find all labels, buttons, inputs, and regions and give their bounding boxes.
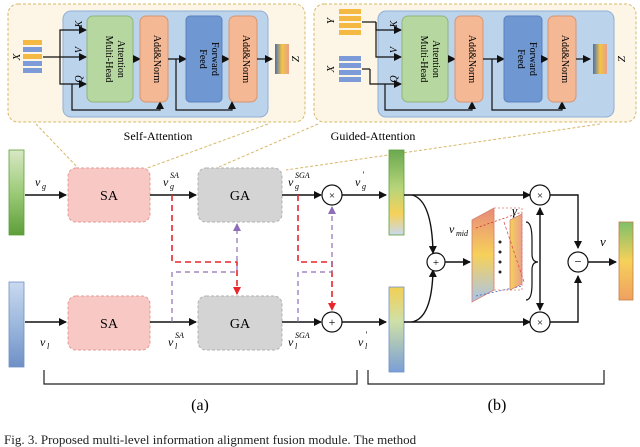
sa-output-token-stack — [275, 44, 289, 74]
figure-caption: Fig. 3. Proposed multi-level information… — [4, 432, 417, 447]
sa-input-label: X — [11, 52, 23, 61]
b-output-label: v — [600, 234, 606, 249]
panel-b-label: (b) — [488, 397, 507, 414]
svg-text:mid: mid — [456, 229, 469, 238]
ga-top-block — [197, 167, 283, 223]
label-vg-out: v g ' — [355, 170, 366, 191]
ga-ff-line2: Forward — [527, 42, 538, 76]
sa-output-label: Z — [290, 55, 302, 62]
svg-text:v: v — [35, 175, 41, 189]
svg-text:v: v — [40, 335, 46, 349]
sa-mha-line1: Multi-Head — [103, 36, 114, 83]
svg-text:l: l — [295, 342, 298, 351]
ga-v-label: V — [389, 45, 400, 53]
svg-text:SA: SA — [175, 331, 184, 340]
sa-ff-line1: Feed — [197, 49, 208, 68]
ga-output-label: Z — [616, 55, 628, 62]
gamma-gradient — [509, 213, 523, 291]
ga-q-label: Q — [389, 75, 400, 83]
ga-input-y-label: Y — [325, 16, 337, 24]
svg-text:g: g — [362, 182, 366, 191]
sa-mha-line2: Attention — [115, 40, 126, 78]
ga-input-x-label: X — [325, 64, 337, 73]
label-vl-out: v l ' — [358, 330, 368, 351]
bracket-a — [43, 370, 358, 385]
purple-guide-arrow-left — [171, 223, 241, 322]
svg-text:v: v — [168, 335, 174, 349]
sa-addnorm1-label: Add&Norm — [151, 35, 162, 84]
label-vl-in: v l — [40, 335, 50, 351]
module-b: + γ v mid × × − v — [367, 184, 634, 385]
sa-addnorm2-label: Add&Norm — [240, 35, 251, 84]
svg-text:v: v — [449, 222, 455, 236]
svg-text:v: v — [163, 175, 169, 189]
svg-text:g: g — [295, 182, 299, 191]
panel-a-label: (a) — [191, 397, 209, 414]
ga-mha-line2: Attention — [430, 40, 441, 78]
ga-bottom-block — [197, 295, 283, 351]
ga-addnorm2-label: Add&Norm — [559, 35, 570, 84]
svg-text:SGA: SGA — [295, 171, 310, 180]
label-vl-sa: v l SA — [168, 331, 184, 351]
svg-text:g: g — [42, 182, 46, 191]
op-bottom-label: + — [329, 315, 336, 329]
sa-v-label: V — [74, 45, 85, 53]
svg-text:g: g — [170, 182, 174, 191]
b-times-top-label: × — [537, 190, 543, 202]
b-times-bottom-label: × — [537, 317, 543, 329]
vl-input-feature — [8, 281, 25, 368]
svg-text:SA: SA — [170, 171, 179, 180]
label-vmid: v mid — [449, 222, 469, 238]
vg-output-feature — [388, 149, 405, 236]
ga-input-y-tokens — [339, 9, 361, 35]
svg-text:': ' — [365, 330, 368, 340]
fused-output-feature — [618, 221, 634, 301]
vl-output-feature — [388, 286, 405, 373]
vg-input-feature — [8, 149, 25, 236]
svg-text:v: v — [355, 175, 361, 189]
ga-input-x-tokens — [339, 56, 361, 82]
self-attention-label: Self-Attention — [124, 129, 193, 143]
svg-text:v: v — [358, 335, 364, 349]
svg-text:v: v — [288, 175, 294, 189]
op-top-label: × — [329, 190, 335, 202]
label-vg-sga: v g SGA — [288, 171, 310, 191]
ga-mha-line1: Multi-Head — [418, 36, 429, 83]
sa-k-label: K — [74, 19, 85, 28]
ga-top-label: GA — [230, 189, 251, 204]
svg-text:SGA: SGA — [295, 331, 310, 340]
ga-bottom-label: GA — [230, 317, 251, 332]
gamma-label: γ — [512, 203, 518, 218]
label-vl-sga: v l SGA — [288, 331, 310, 351]
guided-attention-panel: Y X K V Q Multi-Head Attention Add&Norm … — [313, 3, 637, 123]
ga-output-token-stack — [593, 44, 607, 74]
sa-input-tokens — [23, 40, 42, 73]
self-attention-panel: X K V Q Multi-Head Attention Add&Norm Fe… — [7, 3, 306, 123]
vmid-feature-block — [471, 207, 495, 303]
svg-text:l: l — [365, 342, 368, 351]
label-vg-sa: v g SA — [163, 171, 179, 191]
svg-text:l: l — [175, 342, 178, 351]
red-guide-arrow-right — [297, 195, 336, 311]
ga-addnorm1-label: Add&Norm — [466, 35, 477, 84]
sa-q-label: Q — [74, 75, 85, 83]
sa-bottom-block — [67, 295, 151, 351]
sa-bottom-label: SA — [100, 317, 119, 332]
b-plus-label: + — [433, 257, 439, 269]
purple-guide-arrow-right — [297, 206, 336, 322]
guided-attention-label: Guided-Attention — [331, 129, 416, 143]
label-vg-in: v g — [35, 175, 46, 191]
ga-k-label: K — [389, 19, 400, 28]
bracket-b — [367, 370, 605, 385]
sa-top-label: SA — [100, 189, 119, 204]
svg-text:': ' — [362, 170, 365, 180]
svg-text:l: l — [47, 342, 50, 351]
red-guide-arrow-left — [171, 195, 241, 295]
svg-text:v: v — [288, 335, 294, 349]
module-a: SA GA × SA GA + v g v g — [8, 149, 405, 385]
sa-ff-line2: Forward — [209, 42, 220, 76]
ga-ff-line1: Feed — [515, 49, 526, 68]
b-minus-label: − — [574, 254, 581, 269]
